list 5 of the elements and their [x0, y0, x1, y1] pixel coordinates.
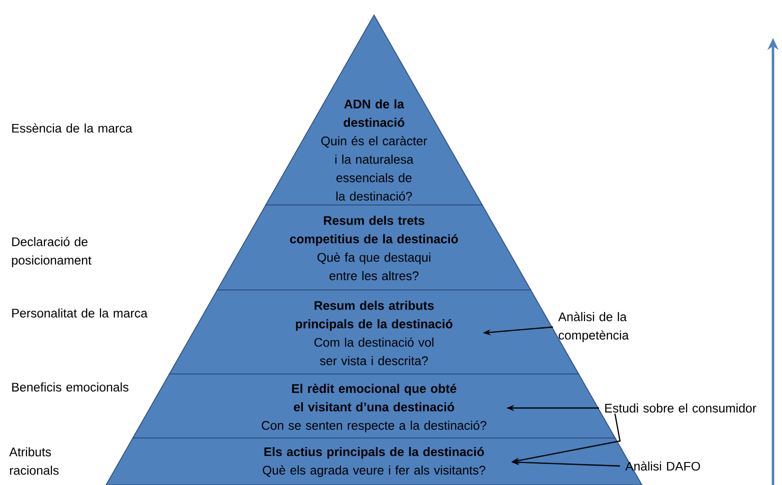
- level-label: Atributs racionals: [9, 447, 59, 475]
- pyramid-tier: Resum dels trets competitius de la destinació Què fa que destaqui entre les altres?: [216, 204, 532, 290]
- level-label: Declaració de posicionament: [12, 236, 92, 268]
- level-label: Essència de la marca: [12, 123, 132, 133]
- level-label: Personalitat de la marca: [12, 308, 148, 318]
